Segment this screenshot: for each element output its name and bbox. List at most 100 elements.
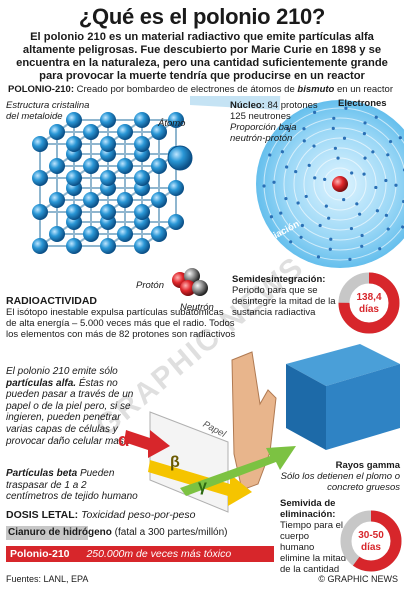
electron — [323, 177, 327, 181]
shielding-illustration — [124, 344, 400, 513]
lattice-atom — [117, 192, 133, 208]
lattice-atom — [83, 124, 99, 140]
alpha-bold: partículas alfa. — [6, 377, 77, 389]
bio-half-life-value-2: días — [361, 542, 381, 553]
electron — [360, 244, 364, 248]
radioactivity-block: RADIOACTIVIDAD El isótopo inestable expu… — [6, 296, 236, 341]
electron — [344, 106, 348, 110]
electron — [360, 233, 364, 238]
alpha-rest: Éstas no pueden pasar a través de un pap… — [6, 377, 137, 447]
lattice-atom — [134, 112, 150, 128]
electron — [332, 116, 336, 120]
atom-highlight — [167, 145, 193, 171]
neutrons-text: 125 neutrones — [230, 111, 291, 122]
electron — [401, 225, 404, 229]
electron — [302, 127, 306, 131]
crystal-label: Estructura cristalina del metaloide — [6, 100, 90, 122]
electron-orbit — [303, 147, 377, 221]
half-life-text: Periodo para que se desintegre la mitad … — [232, 285, 336, 318]
electron — [363, 156, 367, 160]
electron — [312, 144, 316, 148]
electron — [328, 247, 332, 251]
half-life-value-2: días — [359, 304, 379, 315]
lattice-atom — [32, 170, 48, 186]
electron — [280, 150, 284, 154]
electron — [394, 183, 398, 187]
lattice-atom — [83, 192, 99, 208]
subheader-text-before: Creado por bombardeo de electrones de át… — [76, 84, 295, 95]
electron — [279, 211, 283, 215]
lattice-atom — [151, 124, 167, 140]
electron — [374, 185, 378, 190]
atom-diagram — [190, 96, 404, 268]
lattice-atom — [100, 204, 116, 220]
electron — [349, 226, 354, 231]
electron — [362, 172, 366, 176]
lattice-atom — [49, 226, 65, 242]
lattice-atom — [49, 192, 65, 208]
lattice-atom — [49, 124, 65, 140]
lattice-atom — [100, 112, 116, 128]
gamma-block: Rayos gamma Sólo los detienen el plomo o… — [276, 460, 400, 493]
subheader-label: POLONIO-210: — [8, 84, 74, 95]
electron — [272, 180, 276, 184]
lattice-atom — [100, 136, 116, 152]
lattice-atom — [168, 214, 184, 230]
lethal-text: Toxicidad peso-por-peso — [81, 509, 196, 521]
electron — [324, 204, 328, 208]
lattice-atom — [134, 204, 150, 220]
lattice-atom — [134, 170, 150, 186]
gamma-text: Sólo los detienen el plomo o concreto gr… — [280, 471, 400, 493]
lattice-atom — [168, 112, 184, 128]
electron — [329, 237, 333, 241]
gamma-arrow — [180, 446, 296, 496]
electron — [384, 178, 388, 183]
electron-orbit — [313, 157, 367, 211]
sources: Fuentes: LANL, EPA — [6, 574, 89, 584]
lattice-atom — [66, 136, 82, 152]
lattice-atom — [117, 226, 133, 242]
nucleus — [332, 176, 348, 192]
electron — [299, 235, 303, 239]
alpha-arrow — [124, 430, 170, 458]
cyanide-bar — [6, 526, 88, 540]
electron — [342, 197, 346, 202]
electron — [336, 156, 340, 160]
electron — [302, 139, 306, 143]
lattice-atom — [134, 136, 150, 152]
subheader-text-after: en un reactor — [337, 84, 393, 95]
electron — [331, 126, 335, 131]
electron-orbit — [323, 167, 357, 201]
electron — [284, 196, 288, 201]
electron — [362, 131, 367, 136]
gamma-symbol: γ — [198, 478, 207, 495]
electron — [289, 240, 293, 244]
lattice-atom — [117, 158, 133, 174]
atom-label: Átomo — [158, 118, 186, 129]
electron — [398, 136, 402, 140]
lattice-atom — [134, 238, 150, 254]
electron — [307, 163, 311, 167]
electron — [375, 209, 379, 213]
electron — [296, 201, 300, 205]
lattice-atom — [66, 112, 82, 128]
lattice-atom — [151, 158, 167, 174]
electron — [285, 165, 289, 169]
electron — [286, 127, 290, 131]
beta-text: Partículas beta Pueden traspasar de 1 a … — [6, 468, 140, 503]
electron-cloud — [256, 100, 404, 268]
electron — [316, 255, 321, 259]
electron — [384, 213, 389, 217]
bio-half-life-value-1: 30-50 — [358, 530, 384, 541]
lattice-atom — [66, 238, 82, 254]
electron — [388, 139, 393, 144]
lattice-atom — [100, 238, 116, 254]
polonium-text: 250.000m de veces más tóxico — [86, 548, 232, 560]
intro-text: El polonio 210 es un material radiactivo… — [16, 31, 388, 82]
bio-half-life-text: Tiempo para el cuerpo humano elimine la … — [280, 520, 346, 575]
electron — [318, 223, 322, 228]
crystal-lattice-illustration — [32, 112, 193, 254]
electron — [327, 216, 331, 220]
lattice-atom — [151, 192, 167, 208]
nucleus-info: Núcleo: 84 protones 125 neutrones Propor… — [230, 100, 330, 144]
